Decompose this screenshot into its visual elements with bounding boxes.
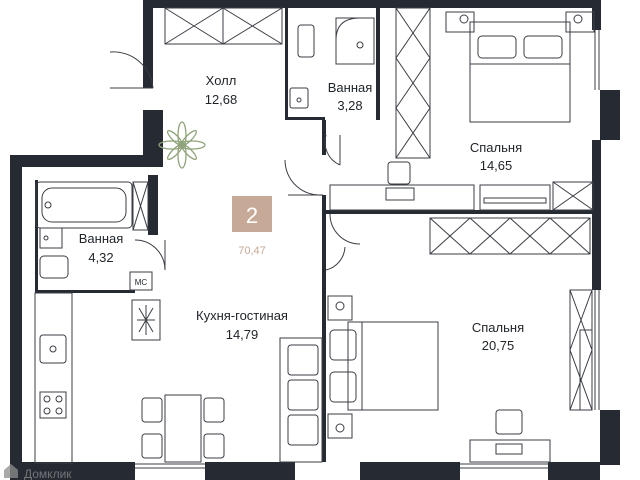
room-name-bath-top: Ванная <box>328 80 373 95</box>
doors <box>109 51 361 271</box>
windows <box>135 30 600 469</box>
room-area-bedroom-bottom: 20,75 <box>482 338 515 353</box>
rooms-count: 2 <box>246 203 258 228</box>
room-area-bath-left: 4,32 <box>88 250 113 265</box>
watermark-text: Домклик <box>24 467 72 480</box>
hall-wardrobe <box>164 7 283 45</box>
room-name-bedroom-top: Спальня <box>470 140 522 155</box>
room-name-hall: Холл <box>206 73 237 88</box>
bathroom-left-fixtures <box>35 181 153 291</box>
room-name-bedroom-bottom: Спальня <box>472 320 524 335</box>
room-area-kitchen: 14,79 <box>226 327 259 342</box>
room-name-bath-left: Ванная <box>79 231 124 246</box>
room-name-kitchen: Кухня-гостиная <box>196 308 288 323</box>
house-icon <box>4 464 18 478</box>
bedroom-top-furniture <box>329 7 595 211</box>
room-labels: Холл 12,68 Ванная 3,28 Спальня 14,65 Ван… <box>79 73 524 353</box>
bathroom-top-fixtures <box>289 17 375 109</box>
interior-walls <box>35 8 592 462</box>
total-area: 70,47 <box>238 245 266 257</box>
plant-icon <box>158 121 206 169</box>
room-area-hall: 12,68 <box>205 92 238 107</box>
outer-walls <box>10 0 620 480</box>
room-area-bath-top: 3,28 <box>337 98 362 113</box>
apartment-badge: 2 70,47 <box>232 196 272 257</box>
room-area-bedroom-top: 14,65 <box>480 158 513 173</box>
bedroom-bottom-furniture <box>327 217 593 463</box>
kitchen-living-furniture <box>34 292 323 464</box>
watermark: Домклик <box>4 464 72 480</box>
laundry-label: МС <box>135 278 148 287</box>
